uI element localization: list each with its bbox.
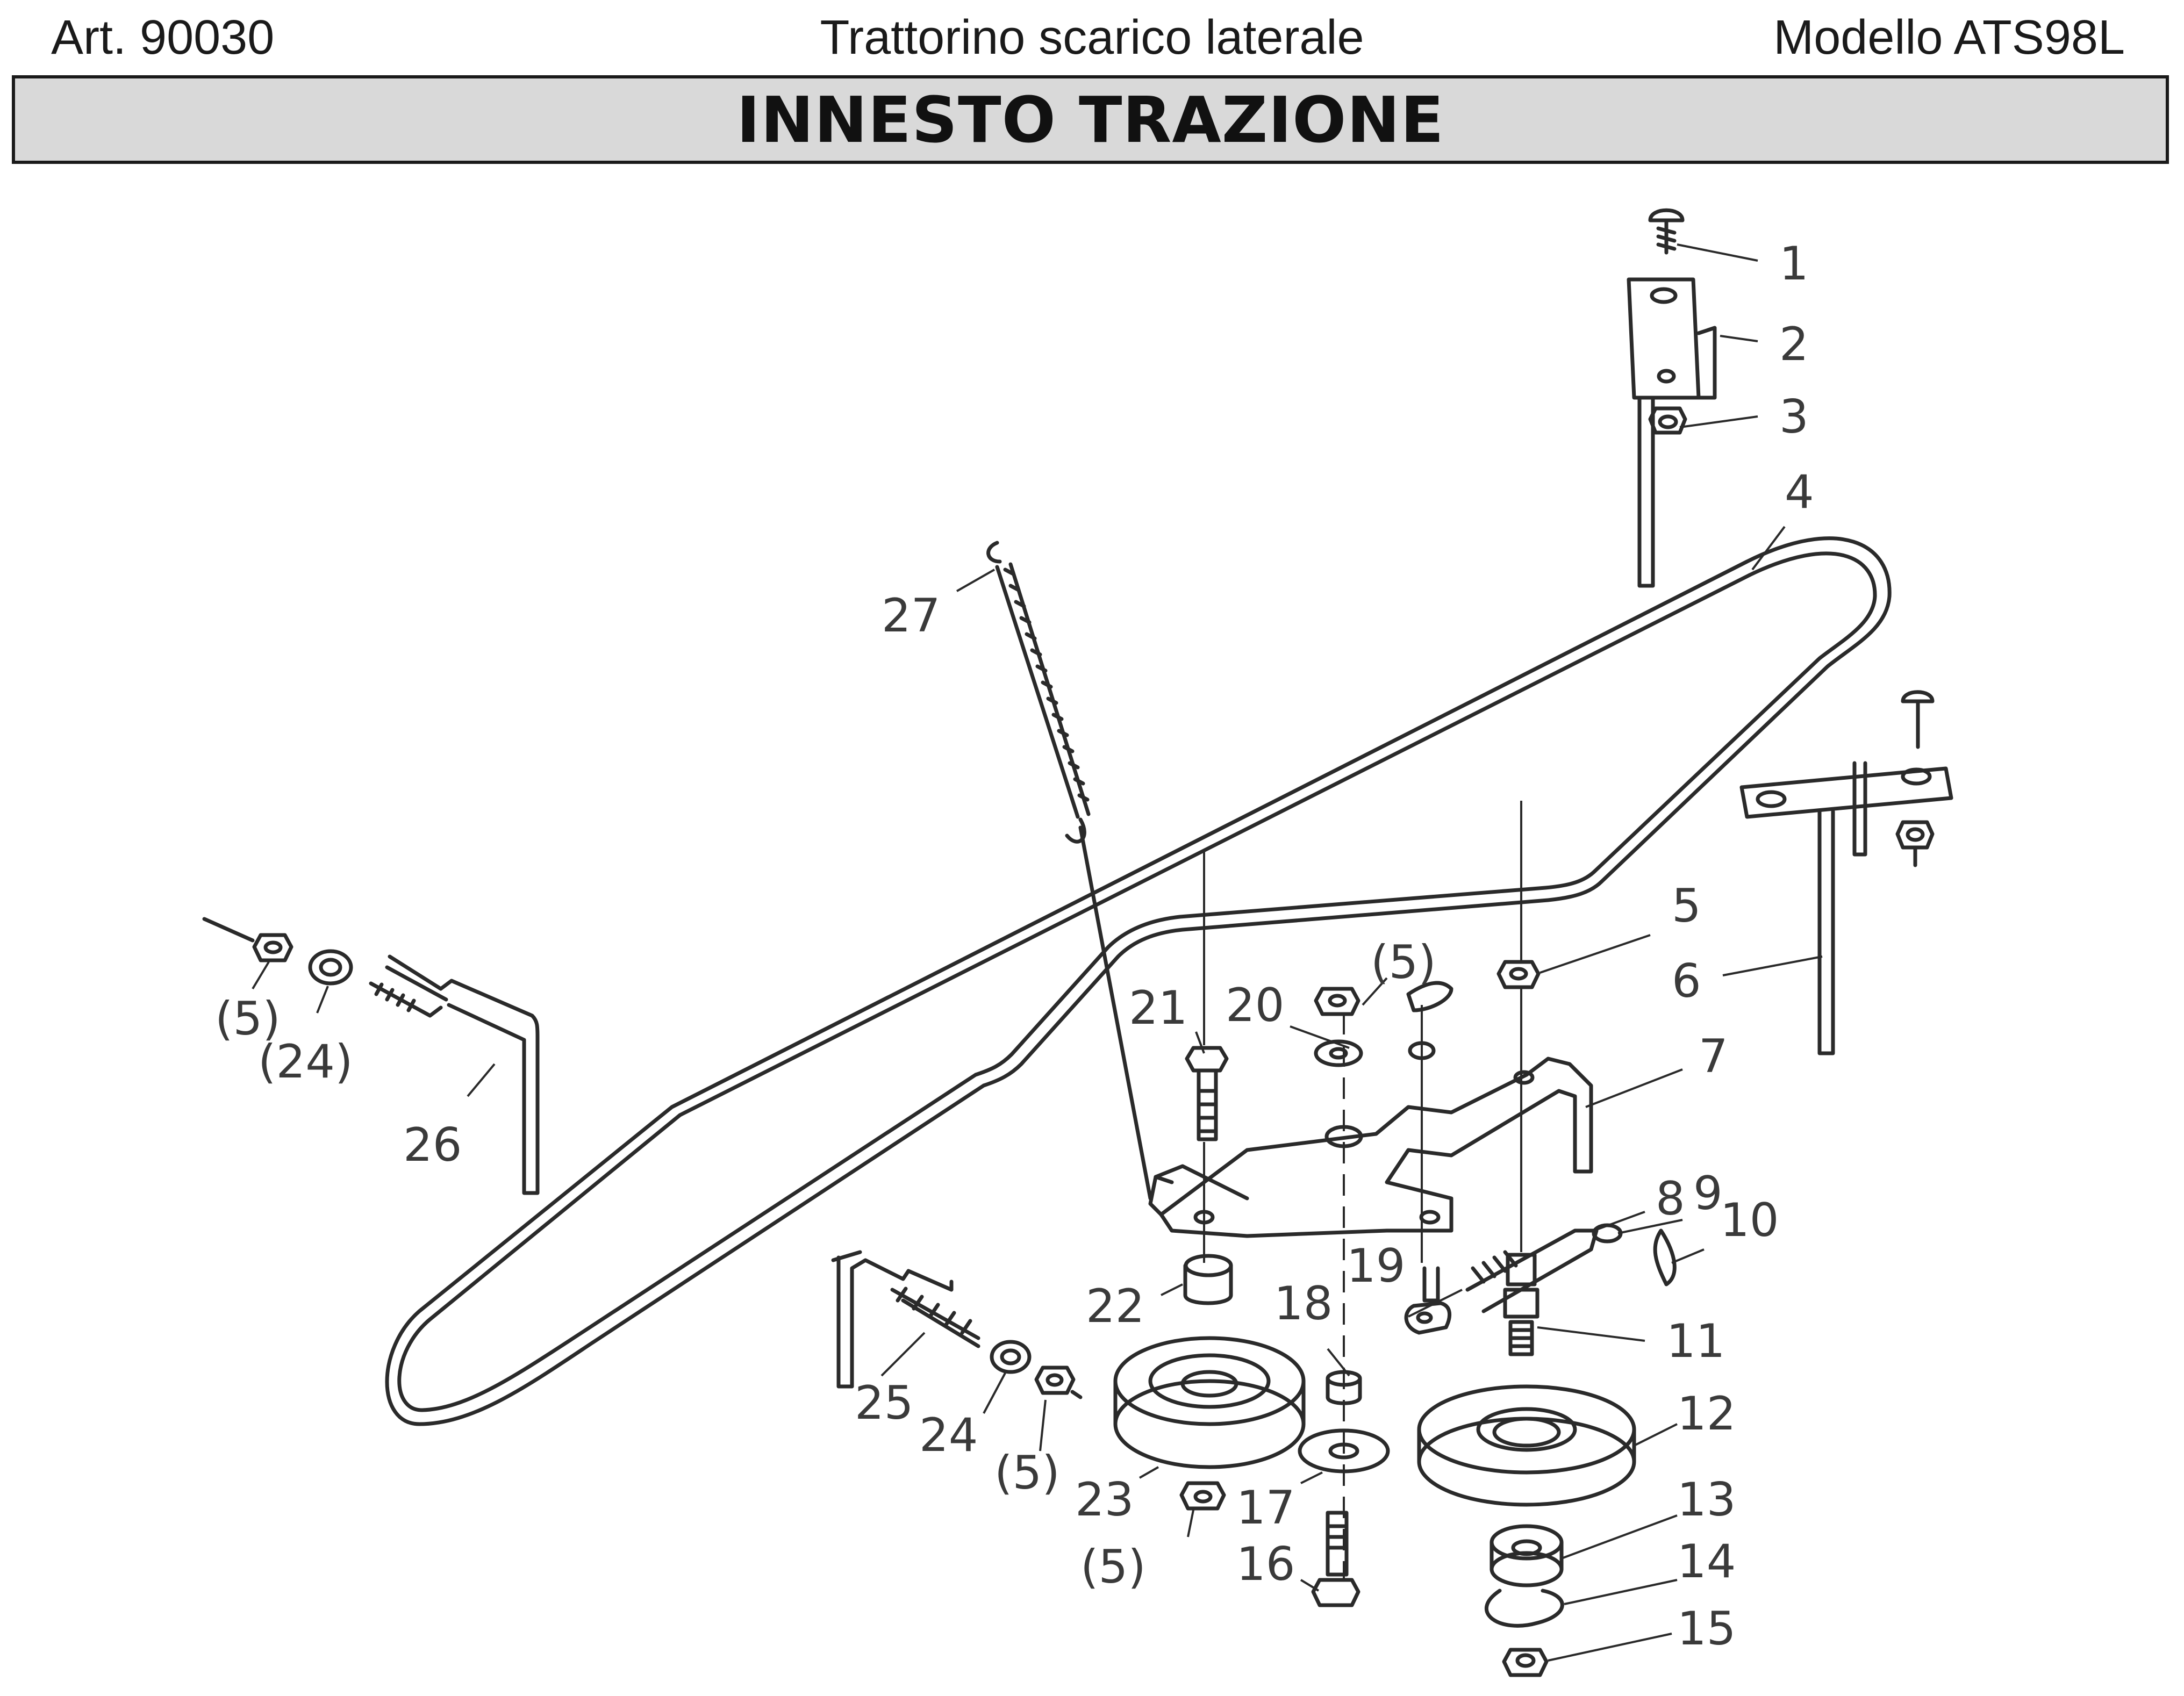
label-part-17: 17 (1236, 1481, 1295, 1535)
label-part-24: 24 (919, 1408, 978, 1462)
label-part-22: 22 (1086, 1280, 1144, 1333)
product-name: Trattorino scarico laterale (820, 11, 1364, 64)
label-part-20: 20 (1226, 979, 1284, 1032)
label-part-27: 27 (882, 589, 940, 643)
label-part-21: 21 (1129, 981, 1187, 1035)
label-ref-5-top: (5) (1371, 936, 1436, 989)
label-part-3: 3 (1779, 390, 1809, 444)
drive-belt (385, 536, 1892, 1426)
label-part-6: 6 (1672, 954, 1701, 1008)
label-ref-5-left: (5) (215, 992, 281, 1046)
tension-rod (1465, 1228, 1599, 1313)
label-ref-24-left: (24) (258, 1035, 353, 1089)
label-part-8: 8 (1656, 1172, 1685, 1226)
lower-rod-assembly (831, 1250, 1083, 1399)
title-bar: INNESTO TRAZIONE (12, 75, 2169, 164)
label-part-5: 5 (1672, 879, 1701, 933)
label-part-9: 9 (1693, 1167, 1723, 1220)
model-name: Modello ATS98L (1773, 11, 2125, 64)
label-ref-5-pulley: (5) (1080, 1540, 1146, 1594)
left-rod-assembly (202, 917, 540, 1195)
page-title: INNESTO TRAZIONE (736, 82, 1444, 157)
pulley-stud (1503, 1253, 1539, 1356)
label-part-25: 25 (855, 1376, 913, 1430)
label-part-18: 18 (1274, 1277, 1333, 1331)
idler-pulley-stack (1113, 1046, 1306, 1511)
main-pulley-stack (1417, 1384, 1636, 1677)
label-part-13: 13 (1677, 1473, 1736, 1527)
label-part-12: 12 (1677, 1387, 1736, 1441)
swivel-block (1404, 1266, 1452, 1335)
label-part-26: 26 (403, 1118, 462, 1172)
label-part-19: 19 (1347, 1239, 1405, 1293)
label-part-23: 23 (1075, 1473, 1134, 1527)
washer-and-cotter-pin (1592, 1223, 1677, 1287)
label-part-15: 15 (1677, 1602, 1736, 1656)
label-part-2: 2 (1779, 318, 1809, 371)
label-ref-5-bottom-left: (5) (994, 1446, 1060, 1500)
label-part-7: 7 (1699, 1030, 1728, 1083)
tension-spring (986, 541, 1152, 1201)
label-part-4: 4 (1785, 465, 1814, 519)
upper-bracket-assembly (1627, 208, 1717, 588)
right-bracket-assembly (1739, 690, 1953, 1055)
label-part-1: 1 (1779, 237, 1809, 291)
label-part-10: 10 (1720, 1194, 1779, 1247)
label-part-16: 16 (1236, 1537, 1295, 1591)
article-number: Art. 90030 (51, 11, 275, 64)
label-part-11: 11 (1666, 1314, 1725, 1368)
label-part-14: 14 (1677, 1535, 1736, 1589)
